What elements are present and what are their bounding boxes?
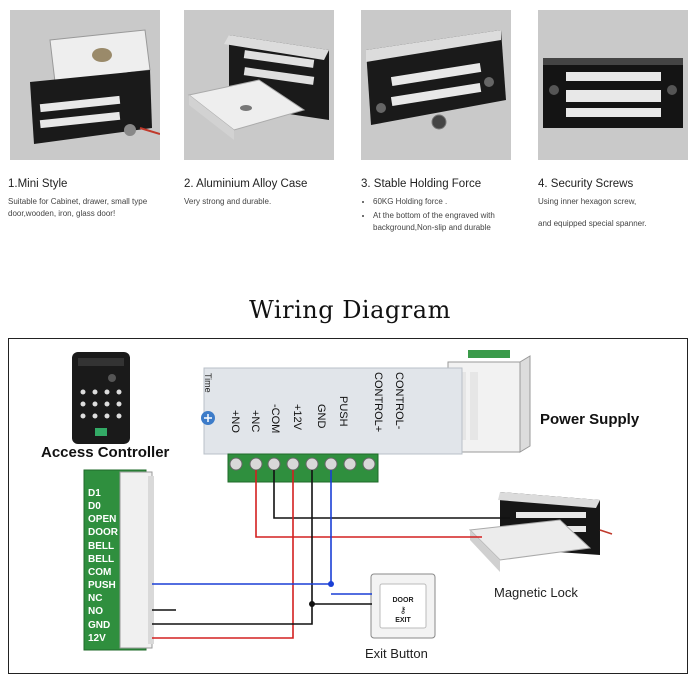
power-control-box	[201, 367, 463, 455]
mini-style-lock-photo	[10, 10, 160, 160]
terminal-label: +NC	[249, 410, 261, 432]
terminal-block	[227, 453, 379, 483]
access-controller-keypad	[72, 352, 130, 444]
magnetic-lock	[468, 492, 613, 572]
terminal-label: +NO	[229, 410, 241, 433]
terminal-label: +12V	[291, 404, 303, 431]
wiring-diagram-frame	[8, 338, 688, 674]
access-controller-label: Access Controller	[41, 444, 170, 461]
bullet-item: 60KG Holding force .	[373, 196, 531, 208]
controller-terminal-label: COM	[88, 567, 111, 578]
wire-black-gnd	[152, 470, 313, 625]
controller-terminal-label: D1	[88, 488, 101, 499]
feature-description: Suitable for Cabinet, drawer, small type…	[8, 197, 148, 218]
description-line: Using inner hexagon screw,	[538, 197, 637, 206]
wire-red-lock	[255, 470, 482, 538]
feature-title: 3. Stable Holding Force	[361, 178, 482, 190]
aluminium-case-photo	[184, 10, 334, 160]
controller-terminal-label: DOOR	[88, 527, 119, 538]
controller-terminal-label: OPEN	[88, 514, 116, 525]
controller-terminal-label: NC	[88, 593, 102, 604]
feature-description: Very strong and durable.	[184, 197, 272, 206]
wire-blue-push	[152, 470, 332, 585]
feature-description: Using inner hexagon screw, and equipped …	[538, 196, 700, 230]
terminal-label: CONTROL-	[393, 372, 405, 430]
power-supply-label: Power Supply	[540, 411, 640, 428]
feature-bullets: 60KG Holding force . At the bottom of th…	[361, 196, 531, 236]
exit-button-text-top: DOOR	[393, 597, 414, 604]
bullet-item: At the bottom of the engraved with backg…	[373, 210, 531, 234]
exit-button-text-bottom: EXIT	[395, 617, 411, 624]
controller-terminal-label: BELL	[88, 541, 114, 552]
security-screws-photo	[538, 10, 688, 160]
terminal-label: GND	[315, 404, 327, 429]
magnetic-lock-label: Magnetic Lock	[494, 585, 578, 600]
feature-title: 2. Aluminium Alloy Case	[184, 178, 308, 190]
feature-title: 4. Security Screws	[538, 178, 634, 190]
controller-terminal-label: GND	[88, 620, 110, 631]
key-icon: ⚷	[400, 605, 407, 615]
terminal-label: PUSH	[337, 396, 349, 427]
wire-black-lock	[273, 470, 510, 519]
wires	[152, 470, 510, 639]
description-line: and equipped special spanner.	[538, 219, 647, 228]
exit-button-device	[370, 573, 436, 639]
holding-force-photo	[361, 10, 511, 160]
controller-terminal-label: NO	[88, 606, 103, 617]
controller-terminal-label: 12V	[88, 633, 106, 644]
controller-terminal-board	[83, 469, 154, 651]
wire-red-12v	[152, 470, 294, 639]
terminal-label: CONTROL+	[372, 372, 384, 432]
wiring-diagram-title: Wiring Diagram	[249, 296, 451, 324]
feature-title: 1.Mini Style	[8, 178, 68, 190]
terminal-label: -COM	[269, 404, 281, 433]
exit-button-label: Exit Button	[365, 646, 428, 661]
controller-terminal-label: PUSH	[88, 580, 116, 591]
power-supply-unit	[447, 350, 531, 453]
controller-terminal-label: BELL	[88, 554, 114, 565]
controller-terminal-label: D0	[88, 501, 101, 512]
time-label: Time	[203, 373, 213, 393]
